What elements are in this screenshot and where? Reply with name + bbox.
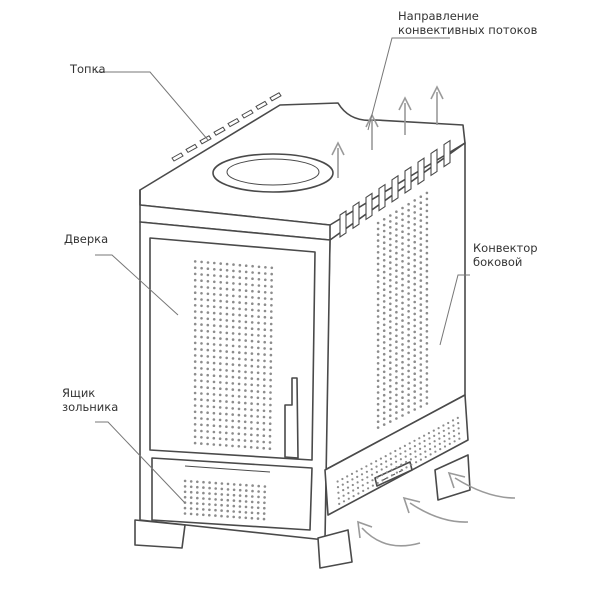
door-perforation — [193, 260, 274, 451]
leg-front-left — [134, 519, 186, 549]
door-panel — [149, 237, 316, 461]
leader-door — [95, 254, 179, 316]
leader-lines — [95, 37, 470, 504]
cooktop-ring — [212, 153, 334, 193]
label-ash-box-line1: Ящик — [62, 386, 96, 400]
leg-back-right — [434, 454, 471, 501]
ash-box-lip — [184, 465, 271, 473]
label-side-convector-line2: боковой — [473, 255, 523, 269]
leg-front-right — [317, 529, 353, 569]
label-convection-line1: Направление — [398, 9, 479, 23]
plinth-perforation — [336, 416, 461, 505]
firebox-top-slots — [171, 92, 282, 162]
label-side-convector-line1: Конвектор — [473, 241, 538, 255]
door-handle — [284, 377, 299, 459]
ash-box-perforation — [183, 479, 267, 521]
intake-arrows — [357, 471, 516, 547]
base-plinth — [324, 394, 469, 516]
side-convector-perforation — [376, 191, 429, 429]
top-front-edge — [139, 189, 331, 241]
ash-box — [151, 457, 313, 531]
cooktop-ring-inner — [226, 158, 320, 186]
leader-convection — [367, 37, 450, 131]
label-firebox: Топка — [70, 62, 106, 76]
label-ash-box-line2: зольника — [62, 400, 119, 414]
convection-arrows-up — [331, 85, 444, 178]
leader-side-convector — [439, 274, 470, 346]
side-convector-fins — [339, 139, 451, 239]
label-door: Дверка — [64, 232, 109, 246]
leader-ash-box — [95, 421, 186, 504]
leader-firebox — [95, 71, 209, 141]
label-convection-line2: конвективных потоков — [398, 23, 538, 37]
